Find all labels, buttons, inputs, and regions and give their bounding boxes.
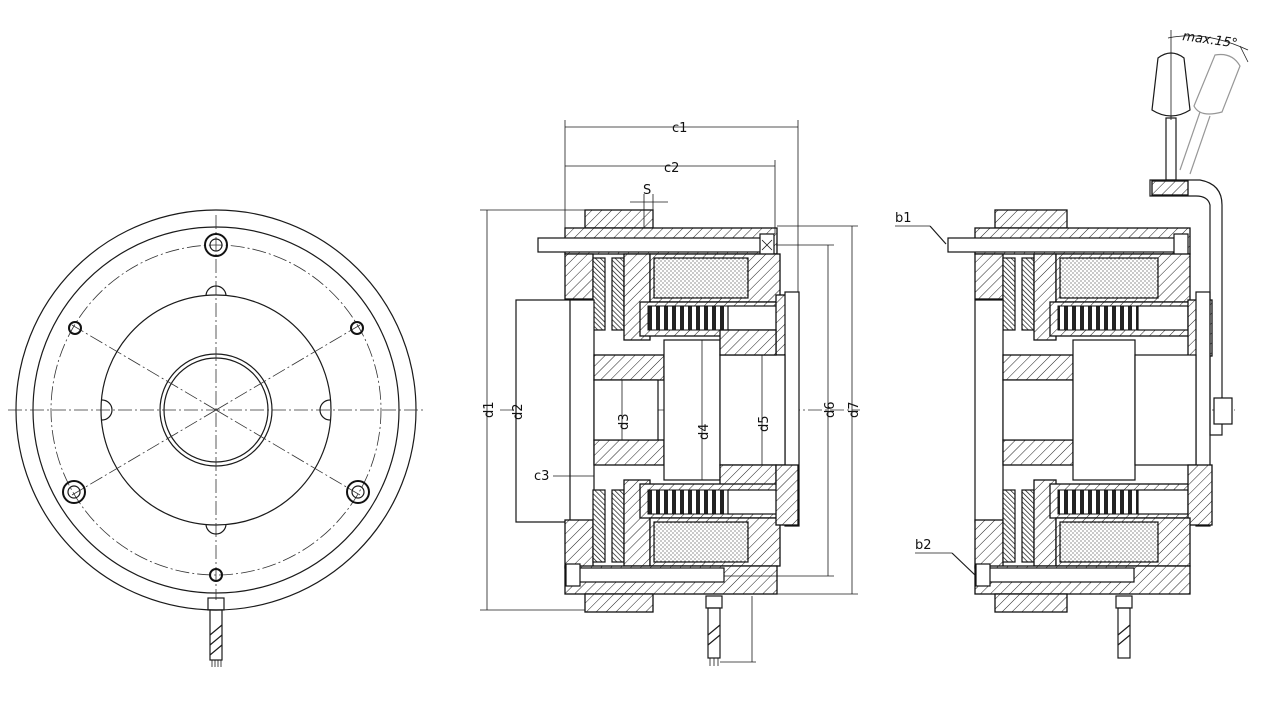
dim-label-c3: c3 — [534, 469, 549, 484]
dim-label-c1: c1 — [672, 121, 687, 136]
angle-label-max: max.15° — [1181, 29, 1238, 52]
hole-icon — [350, 321, 364, 335]
hand-lever-icon — [1151, 30, 1191, 181]
dim-label-s: S — [643, 183, 651, 198]
section-view — [480, 120, 860, 666]
dim-label-d7: d7 — [847, 401, 862, 418]
bolt-icon — [346, 480, 370, 504]
bolt-icon — [204, 233, 228, 257]
dim-label-d5: d5 — [757, 415, 772, 432]
callout-label-b2: b2 — [915, 538, 932, 553]
dim-label-d4: d4 — [697, 423, 712, 440]
lever-section-view — [895, 30, 1249, 659]
hole-icon — [68, 321, 82, 335]
bolt-icon — [62, 480, 86, 504]
dim-label-d6: d6 — [823, 401, 838, 418]
dim-label-d2: d2 — [511, 403, 526, 420]
dim-label-c2: c2 — [664, 161, 679, 176]
callout-label-b1: b1 — [895, 211, 912, 226]
front-view — [8, 209, 424, 667]
dim-label-d1: d1 — [482, 401, 497, 418]
hand-lever-tilted-icon — [1179, 53, 1241, 175]
cable-icon — [207, 597, 225, 667]
dim-label-d3: d3 — [617, 413, 632, 430]
hole-icon — [209, 568, 223, 582]
